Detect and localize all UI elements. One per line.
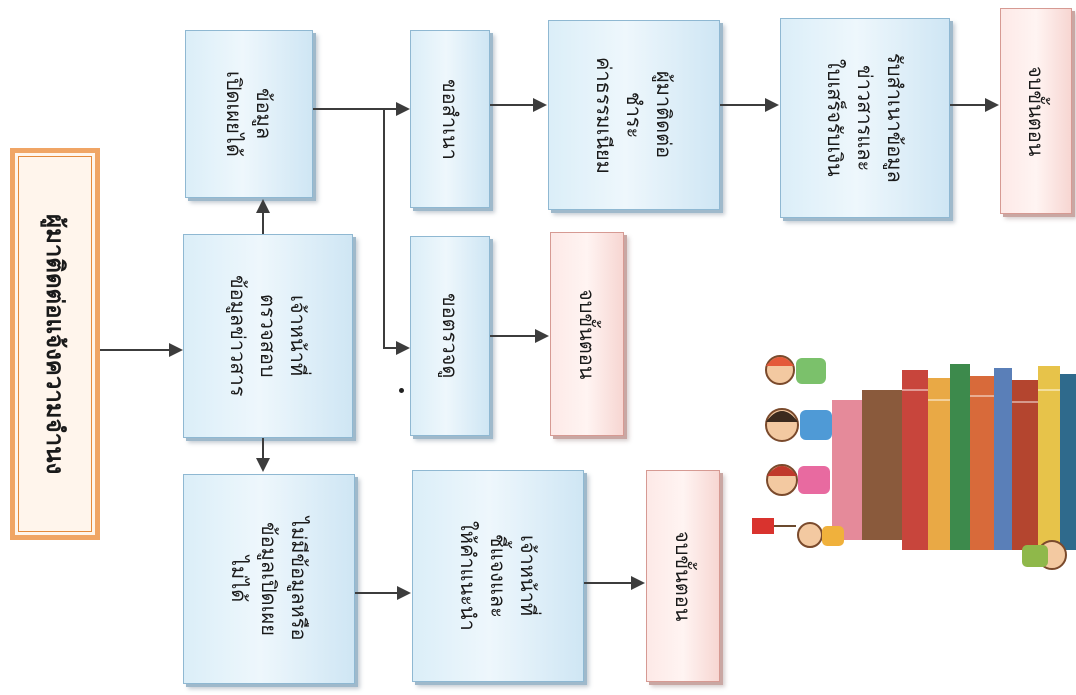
info-disclosable-label: ข้อมูล เปิดเผยได้	[222, 71, 276, 157]
arrow-check-to-not-disclosable	[262, 438, 264, 460]
request-inspect-box: ขอตรวจดู	[410, 236, 490, 436]
info-not-disclosable-label: ไม่มีข้อมูลหรือ ข้อมูลเปิดเผย ไม่ได้	[227, 517, 311, 641]
arrowhead	[396, 102, 410, 116]
end-label-3: จบขั้นตอน	[671, 530, 695, 622]
arrowhead	[169, 343, 183, 357]
officer-explain-label: เจ้าหน้าที่ ชี้แจงและ ให้คำแนะนำ	[456, 521, 540, 631]
arrowhead	[397, 586, 411, 600]
children	[752, 355, 1067, 570]
officer-check-box: เจ้าหน้าที่ ตรวจสอบ ข้อมูลข่าวสาร	[183, 234, 353, 438]
end-box-2: จบขั้นตอน	[550, 232, 624, 436]
arrowhead	[396, 341, 410, 355]
end-box-3: จบขั้นตอน	[646, 470, 720, 682]
arrowhead	[256, 199, 270, 213]
arrow-start-to-check	[100, 349, 170, 351]
receive-copy-label: รับสำเนาข้อมูล ข่าวสารและ ใบเสร็จรับเงิน	[823, 53, 907, 183]
arrowhead	[765, 98, 779, 112]
request-inspect-label: ขอตรวจดู	[438, 293, 462, 379]
end-box-1: จบขั้นตอน	[1000, 8, 1072, 214]
request-copy-box: ขอสำเนา	[410, 30, 490, 208]
arrow-disclosable-to-copy	[313, 108, 397, 110]
start-label: ผู้มาติดต่อแจ้งความจำนง	[41, 213, 69, 475]
arrow-inspect-to-end	[490, 335, 536, 337]
pay-fee-label: ผู้มาติดต่อ ชำระ ค่าธรรมเนียม	[592, 56, 676, 174]
start-box: ผู้มาติดต่อแจ้งความจำนง	[10, 148, 100, 540]
children-with-books-illustration	[752, 355, 1076, 570]
end-label-1: จบขั้นตอน	[1024, 65, 1048, 157]
arrow-explain-to-end	[584, 582, 632, 584]
arrow-receive-to-end	[950, 104, 986, 106]
end-label-2: จบขั้นตอน	[575, 288, 599, 380]
arrow-branch-vertical	[383, 108, 385, 348]
arrowhead	[533, 98, 547, 112]
arrowhead	[631, 576, 645, 590]
arrow-fee-to-receive	[720, 104, 766, 106]
stray-dot	[399, 388, 404, 393]
pay-fee-box: ผู้มาติดต่อ ชำระ ค่าธรรมเนียม	[548, 20, 720, 210]
officer-check-label: เจ้าหน้าที่ ตรวจสอบ ข้อมูลข่าวสาร	[226, 275, 310, 397]
arrowhead	[535, 329, 549, 343]
arrowhead	[256, 458, 270, 472]
officer-explain-box: เจ้าหน้าที่ ชี้แจงและ ให้คำแนะนำ	[412, 470, 584, 682]
arrow-notdisclosable-to-explain	[355, 592, 398, 594]
receive-copy-box: รับสำเนาข้อมูล ข่าวสารและ ใบเสร็จรับเงิน	[780, 18, 950, 218]
info-disclosable-box: ข้อมูล เปิดเผยได้	[185, 30, 313, 198]
arrow-branch-to-inspect	[383, 347, 397, 349]
info-not-disclosable-box: ไม่มีข้อมูลหรือ ข้อมูลเปิดเผย ไม่ได้	[183, 474, 355, 684]
arrow-check-to-disclosable	[262, 212, 264, 234]
arrowhead	[985, 98, 999, 112]
request-copy-label: ขอสำเนา	[438, 78, 462, 160]
arrow-copy-to-fee	[490, 104, 534, 106]
book-stack	[832, 364, 1076, 550]
